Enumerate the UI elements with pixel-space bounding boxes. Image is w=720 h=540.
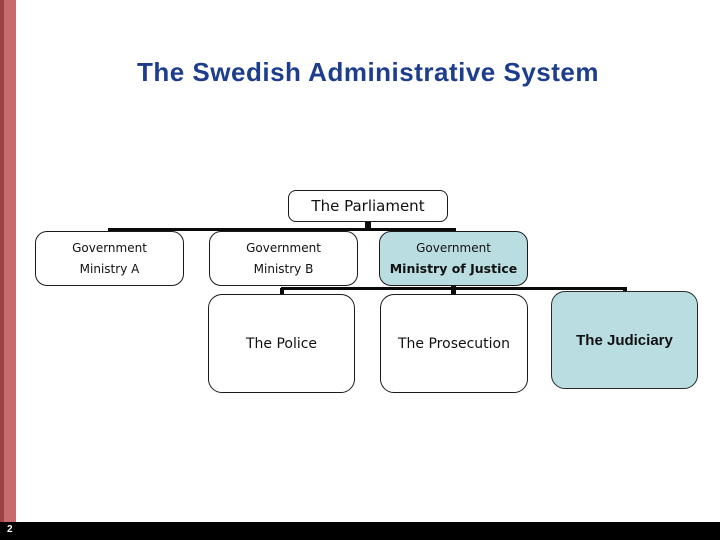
org-node-label: Government bbox=[246, 241, 321, 255]
connector-tick-ministry-justice bbox=[452, 228, 456, 232]
connector-tick-judiciary bbox=[623, 288, 627, 293]
org-node-police: The Police bbox=[208, 294, 355, 393]
left-accent-bar bbox=[0, 0, 16, 522]
left-accent-bar-dark-stripe bbox=[0, 0, 4, 522]
connector-line-justice-to-agencies bbox=[281, 287, 627, 290]
connector-parliament-stub bbox=[365, 222, 371, 229]
org-node-ministry-a: Government Ministry A bbox=[35, 231, 184, 286]
org-node-label: Government bbox=[416, 240, 491, 255]
org-node-ministry-of-justice: Government Ministry of Justice bbox=[379, 231, 528, 286]
org-node-label: Ministry A bbox=[79, 262, 140, 276]
slide-footer-bar: 2 bbox=[0, 522, 720, 540]
page-number: 2 bbox=[7, 524, 13, 535]
org-node-label: Government bbox=[72, 241, 147, 255]
org-node-judiciary: The Judiciary bbox=[551, 291, 698, 389]
org-node-parliament: The Parliament bbox=[288, 190, 448, 222]
org-node-label: Ministry B bbox=[253, 262, 314, 276]
slide-title: The Swedish Administrative System bbox=[136, 57, 599, 87]
org-node-label: Ministry of Justice bbox=[389, 261, 518, 277]
connector-tick-ministry-a bbox=[108, 228, 112, 232]
org-node-prosecution: The Prosecution bbox=[380, 294, 528, 393]
org-node-ministry-b: Government Ministry B bbox=[209, 231, 358, 286]
connector-tick-police bbox=[280, 288, 284, 295]
connector-tick-ministry-b bbox=[282, 228, 286, 232]
